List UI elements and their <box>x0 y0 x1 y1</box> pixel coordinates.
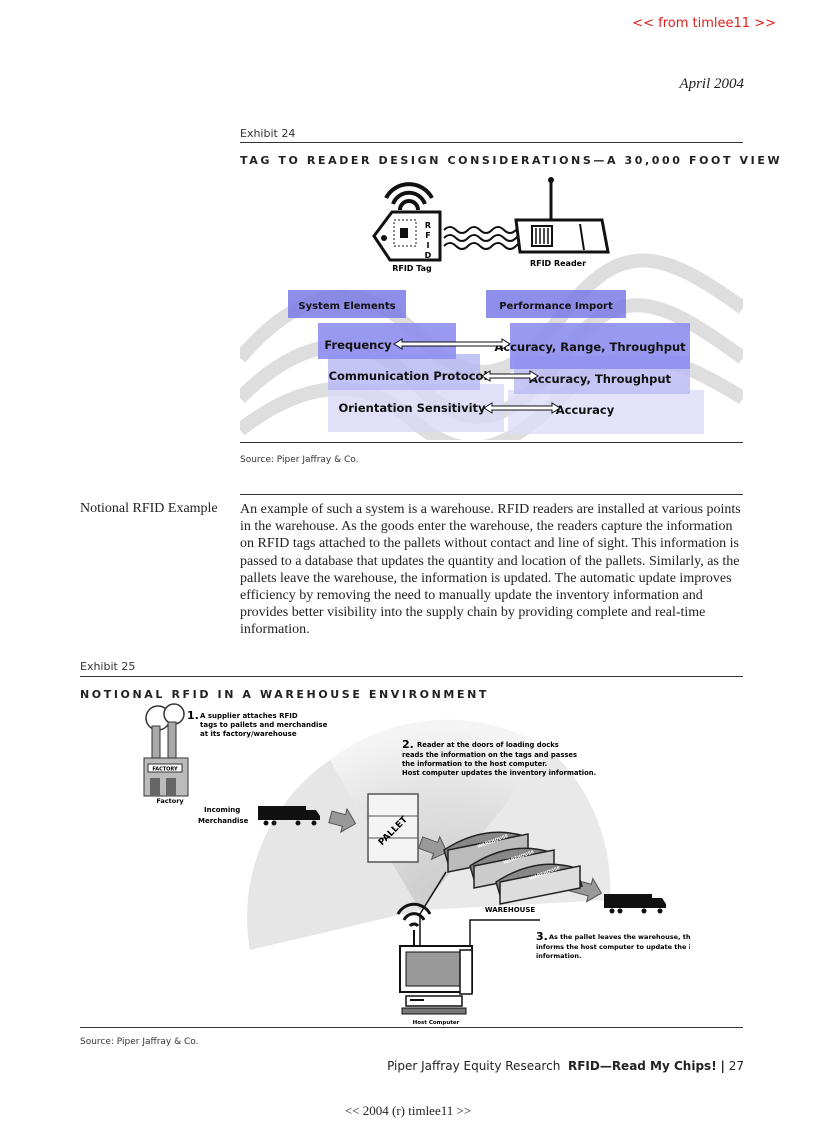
row1-left: Frequency <box>324 338 392 352</box>
warehouse-icon <box>443 831 583 905</box>
accuracy-range-box <box>510 323 690 369</box>
body-line: passed to a database that updates the qu… <box>240 553 740 569</box>
step2-line: Reader at the doors of loading docks <box>417 741 559 749</box>
step3-line: information. <box>536 952 581 960</box>
page-footer: Piper Jaffray Equity Research RFID—Read … <box>387 1059 744 1073</box>
watermark-header: << from timlee11 >> <box>632 16 776 31</box>
step1-line: A supplier attaches RFID <box>200 712 298 720</box>
rfid-reader-label: RFID Reader <box>530 259 586 268</box>
system-elements-header: System Elements <box>298 301 395 312</box>
footer-separator: | <box>720 1059 725 1073</box>
body-line: provides better visibility into the supp… <box>240 605 706 621</box>
exhibit25-diagram: FACTORY Factory 1. A supplier attaches R… <box>143 703 690 1026</box>
step2-line: the information to the host computer. <box>402 760 547 768</box>
exhibit24-bottom-rule <box>240 442 743 443</box>
exhibit25-top-rule <box>80 676 743 677</box>
performance-import-header: Performance Import <box>499 301 613 312</box>
exhibit24-diagram: R F I D RFID Tag RFID Reader System Elem… <box>240 177 743 440</box>
body-line: information. <box>240 622 310 638</box>
signal-icon <box>384 182 434 211</box>
body-line: An example of such a system is a warehou… <box>240 502 741 517</box>
body-line: in the warehouse. As the goods enter the… <box>240 519 733 535</box>
section-rule <box>240 494 743 495</box>
system-elements-header-box <box>288 290 406 318</box>
outgoing-truck-icon <box>604 894 666 914</box>
report-date: April 2004 <box>679 76 744 92</box>
tag-letter-1: R <box>425 221 431 230</box>
radio-wave-icon <box>443 226 529 250</box>
step2-number: 2. <box>402 738 414 751</box>
step1-number: 1. <box>187 709 199 722</box>
incoming-truck-icon <box>258 806 320 826</box>
exhibit25-bottom-rule <box>80 1027 743 1028</box>
tag-letter-4: D <box>425 251 432 260</box>
row3-right: Accuracy <box>556 403 615 417</box>
double-arrow-icons <box>393 338 561 414</box>
factory-sign: FACTORY <box>152 767 178 773</box>
row1-right: Accuracy, Range, Throughput <box>494 340 686 354</box>
step2-line: reads the information on the tags and pa… <box>402 751 577 759</box>
exhibit25-source: Source: Piper Jaffray & Co. <box>80 1037 199 1047</box>
exhibit24-label: Exhibit 24 <box>240 127 296 140</box>
footer-publisher: Piper Jaffray Equity Research <box>387 1059 561 1073</box>
body-line: on RFID tags attached to the pallets wit… <box>240 536 739 552</box>
reader-signal-icon <box>396 902 432 928</box>
factory-icon: FACTORY <box>143 703 189 797</box>
incoming-line: Incoming <box>204 806 240 814</box>
section-side-label: Notional RFID Example <box>80 501 218 516</box>
row3-left: Orientation Sensitivity <box>338 401 486 415</box>
incoming-line: Merchandise <box>198 817 249 825</box>
exhibit24-top-rule <box>240 142 743 143</box>
rfid-reader-icon <box>514 177 610 254</box>
body-line: pallets leave the warehouse, the informa… <box>240 570 732 586</box>
rfid-tag-label: RFID Tag <box>392 264 432 273</box>
factory-label: Factory <box>156 797 184 805</box>
exhibit24-source: Source: Piper Jaffray & Co. <box>240 455 359 465</box>
body-line: efficiency by removing the need to manua… <box>240 588 703 604</box>
footer-report-title: RFID—Read My Chips! <box>567 1059 717 1073</box>
performance-import-header-box <box>486 290 626 318</box>
rfid-tag-icon: R F I D <box>372 210 442 262</box>
step3-line: As the pallet leaves the warehouse, the … <box>549 933 690 941</box>
row2-right: Accuracy, Throughput <box>529 372 672 386</box>
footer-page-number: 27 <box>728 1059 744 1073</box>
step3-number: 3. <box>536 930 548 943</box>
exhibit25-title: NOTIONAL RFID IN A WAREHOUSE ENVIRONMENT <box>80 688 489 701</box>
section-body: An example of such a system is a warehou… <box>240 501 760 639</box>
exhibit25-label: Exhibit 25 <box>80 660 136 673</box>
step2-line: Host computer updates the inventory info… <box>402 769 596 777</box>
host-computer-icon <box>399 945 473 1015</box>
host-computer-label: Host Computer <box>413 1020 460 1026</box>
pallet-icon: PALLET <box>367 793 419 863</box>
step1-line: at its factory/warehouse <box>200 730 297 738</box>
exhibit24-title: TAG TO READER DESIGN CONSIDERATIONS—A 30… <box>240 154 783 167</box>
row2-left: Communication Protocol <box>329 369 488 383</box>
frequency-box <box>318 323 456 359</box>
step3-line: informs the host computer to update the … <box>536 943 690 951</box>
bottom-credit: << 2004 (r) timlee11 >> <box>344 1103 472 1118</box>
tag-letter-3: I <box>427 241 430 250</box>
tag-letter-2: F <box>425 231 430 240</box>
step1-line: tags to pallets and merchandise <box>200 721 328 729</box>
warehouse-label: WAREHOUSE <box>485 906 536 914</box>
